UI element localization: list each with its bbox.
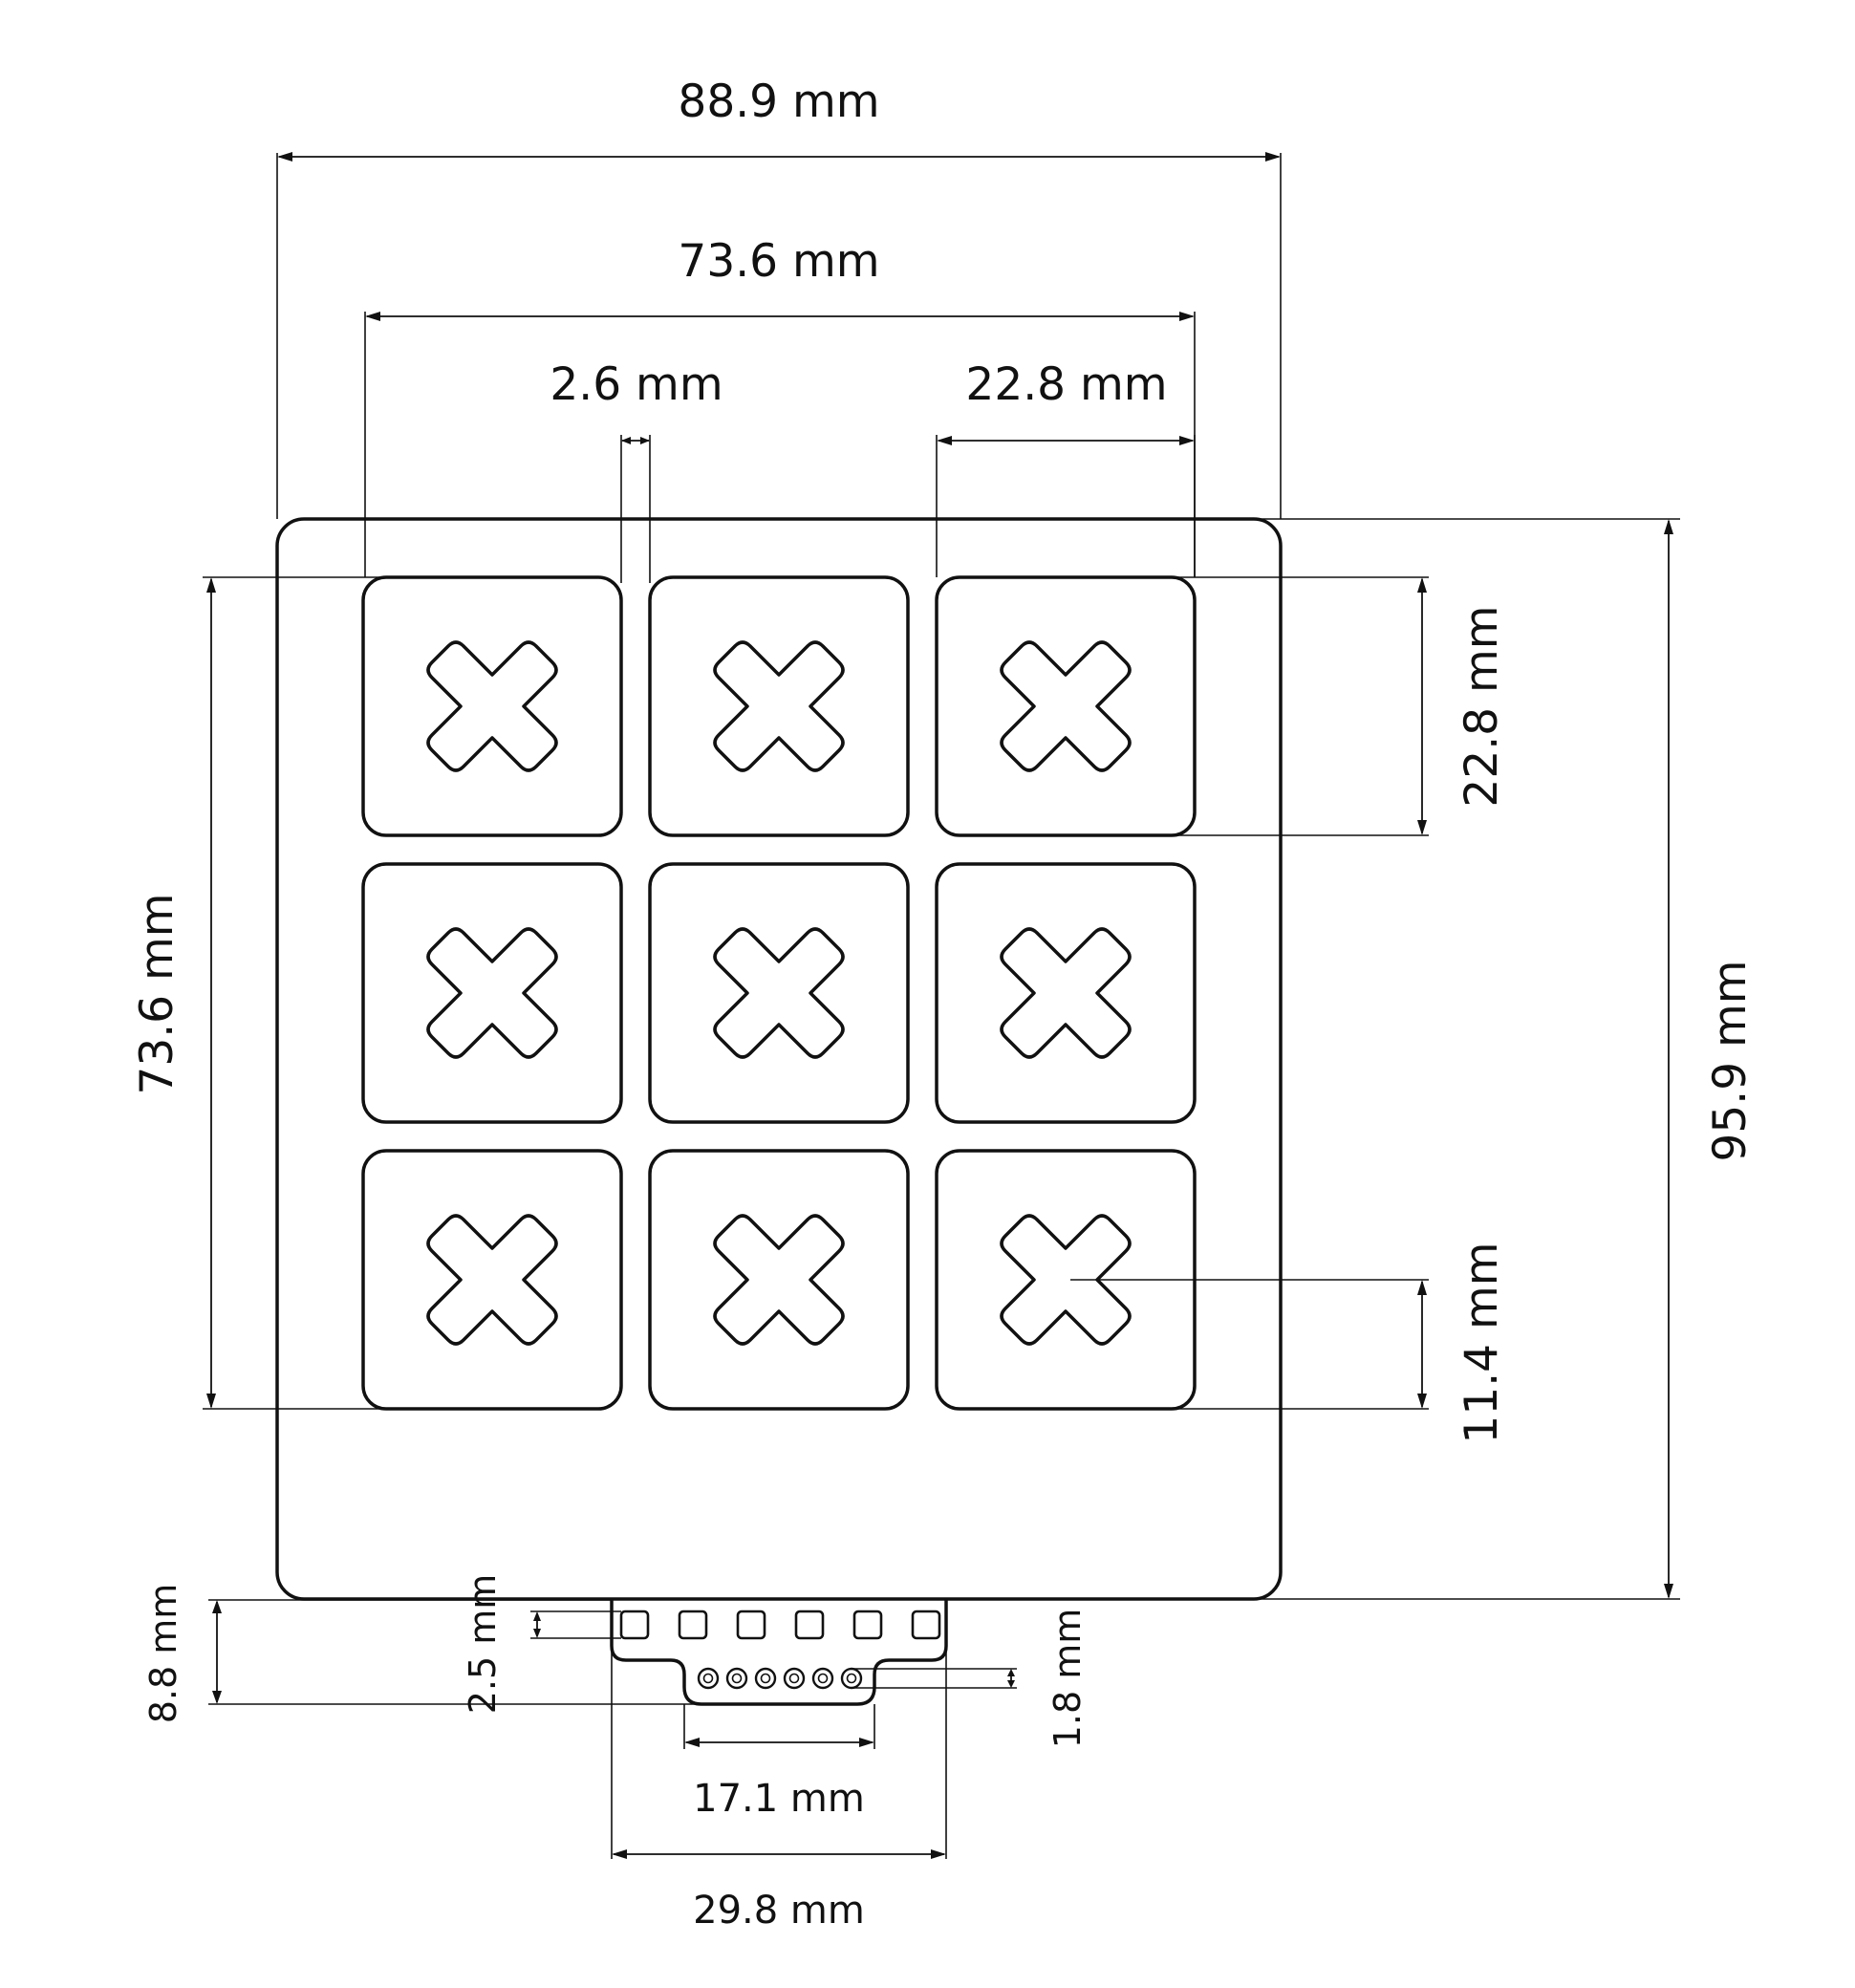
connector-pin <box>754 1667 777 1690</box>
dimension-label: 73.6 mm <box>131 893 183 1094</box>
dimension-key-gap: 2.6 mm <box>550 358 723 583</box>
key-outline <box>648 575 910 837</box>
connector-pad <box>794 1610 825 1640</box>
key-outline <box>648 1149 910 1411</box>
dimension-key-height: 22.8 mm <box>1176 576 1508 836</box>
key-outline <box>935 862 1197 1124</box>
dimension-pad-offset: 2.5 mm <box>462 1574 621 1715</box>
connector-pin <box>811 1667 834 1690</box>
connector-pin <box>702 1673 714 1684</box>
connector-pad <box>619 1610 650 1640</box>
connector-pin <box>788 1673 800 1684</box>
dimension-keys-span-height: 73.6 mm <box>131 576 382 1410</box>
dimension-label: 8.8 mm <box>142 1584 184 1724</box>
dimension-label: 17.1 mm <box>693 1777 865 1821</box>
dimension-label: 2.6 mm <box>550 358 723 411</box>
x-mark-icon <box>713 927 845 1059</box>
board-outline <box>275 517 1283 1601</box>
connector-tab-outline <box>610 1599 948 1706</box>
x-mark-icon <box>426 640 558 772</box>
key-outline <box>935 575 1197 837</box>
x-mark-icon <box>426 1214 558 1346</box>
key-outline <box>361 575 623 837</box>
dimension-connector-width: 17.1 mm <box>683 1704 875 1821</box>
connector-pin <box>760 1673 771 1684</box>
dimension-label: 11.4 mm <box>1456 1242 1508 1443</box>
dimension-keys-span-width: 73.6 mm <box>364 235 1196 577</box>
key-grid <box>361 575 1197 1411</box>
dimension-label: 29.8 mm <box>693 1889 865 1933</box>
dimension-label: 95.9 mm <box>1704 960 1757 1161</box>
dimension-board-height: 95.9 mm <box>1252 518 1757 1600</box>
dimension-key-center-offset: 11.4 mm <box>1070 1242 1508 1444</box>
connector-pad <box>911 1610 941 1640</box>
dimension-pin-spacing: 1.8 mm <box>852 1609 1089 1749</box>
key-outline <box>648 862 910 1124</box>
dimension-board-width: 88.9 mm <box>276 76 1282 519</box>
dimension-tab-width: 29.8 mm <box>611 1615 947 1933</box>
x-mark-icon <box>1000 927 1132 1059</box>
dimension-label: 2.5 mm <box>462 1574 504 1715</box>
dimension-label: 22.8 mm <box>965 358 1167 411</box>
connector-pin <box>697 1667 720 1690</box>
connector-pin <box>731 1673 743 1684</box>
x-mark-icon <box>1000 640 1132 772</box>
connector-pin <box>725 1667 748 1690</box>
connector-pads <box>619 1610 941 1640</box>
connector-pin <box>840 1667 863 1690</box>
dimension-key-width: 22.8 mm <box>936 358 1196 577</box>
dimension-label: 73.6 mm <box>678 235 879 288</box>
dimension-tab-depth: 8.8 mm <box>142 1584 701 1724</box>
connector-pad <box>852 1610 883 1640</box>
connector-pad <box>678 1610 708 1640</box>
x-mark-icon <box>713 640 845 772</box>
connector-pin <box>817 1673 829 1684</box>
x-mark-icon <box>713 1214 845 1346</box>
connector-pad <box>736 1610 766 1640</box>
dimension-label: 88.9 mm <box>678 76 879 128</box>
connector-pin <box>783 1667 806 1690</box>
connector-pin <box>846 1673 857 1684</box>
key-outline <box>361 862 623 1124</box>
connector-pins <box>697 1667 863 1690</box>
dimension-label: 1.8 mm <box>1046 1609 1089 1749</box>
x-mark-icon <box>426 927 558 1059</box>
key-outline <box>361 1149 623 1411</box>
dimension-label: 22.8 mm <box>1456 605 1508 807</box>
